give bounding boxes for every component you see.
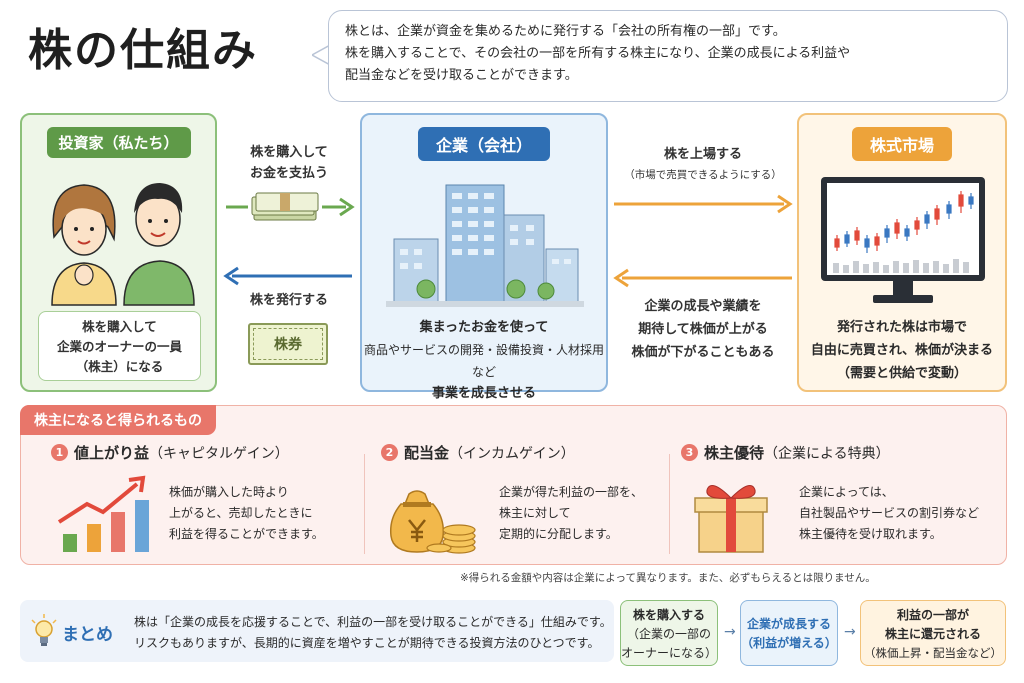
step-company-grows: 企業が成長する （利益が増える） [740,600,838,666]
intro-line: 株とは、企業が資金を集めるために発行する「会社の所有権の一部」です。 [345,24,786,39]
office-buildings-icon [386,184,584,307]
benefit-subtitle: （キャピタルゲイン） [149,446,289,462]
benefit-shareholder-perks: 3 株主優待（企業による特典） 企業によっては、 自社製品やサービスの割引券など … [681,442,981,560]
benefit-heading: 1 値上がり益（キャピタルゲイン） [51,442,289,463]
intro-bubble: 株とは、企業が資金を集めるために発行する「会社の所有権の一部」です。 株を購入す… [328,10,1008,102]
issue-flow-label: 株を発行する [249,293,328,308]
note-line: 企業のオーナーの一員 [56,339,182,354]
investor-panel: 投資家（私たち） 株を購入して 企業のオーナーの一員 （株主）になる [20,113,217,392]
step-line: （株価上昇・配当金など） [864,646,1002,660]
investors-illustration-icon [51,183,195,306]
light-bulb-icon [31,614,57,646]
text-line: 利益を得ることができます。 [169,527,324,541]
divider [364,454,365,554]
step-buy-stock: 株を購入する （企業の一部の オーナーになる） [620,600,718,666]
company-tag: 企業（会社） [417,127,551,161]
growth-flow-label: 企業の成長や業績を 期待して株価が上がる 株価が下がることもある [612,295,794,364]
rising-bars-icon [57,475,149,552]
benefits-tag: 株主になると得られるもの [20,405,216,435]
desc-line: 事業を成長させる [431,386,536,401]
text-line: 企業によっては、 [799,485,894,499]
note-line: 株を購入して [82,319,157,334]
company-description: 集まったお金を使って 商品やサービスの開発・設備投資・人材採用など 事業を成長さ… [362,317,606,405]
step-line: （利益が増える） [741,636,837,650]
step-line: 株主に還元される [884,627,981,641]
company-panel: 企業（会社） 集まったお金を使って 商品やサービスの開発・設備投資・人材採用など… [360,113,608,401]
benefit-dividend: 2 配当金（インカムゲイン） 企業が得た利益の一部を、 株主に対して 定期的に分配… [381,442,671,560]
step-line: 利益の一部が [896,608,969,622]
text-line: 株主に対して [499,506,571,520]
money-bag-icon [389,490,476,554]
step-arrow-icon: → [724,624,736,640]
desc-line: （需要と供給で変動） [836,366,967,381]
desc-line: 商品やサービスの開発・設備投資・人材採用など [363,343,604,379]
payment-arrow-icon [226,192,355,221]
benefit-title: 株主優待 [704,444,765,462]
issue-arrow-icon [223,266,352,286]
benefit-number: 2 [381,444,398,461]
stock-certificate-icon: 株券 [248,323,328,365]
price-arrow-icon [613,268,792,288]
label-line: （市場で売買できるようにする） [624,169,782,181]
listing-flow-label: 株を上場する （市場で売買できるようにする） [612,144,794,186]
benefit-capital-gain: 1 値上がり益（キャピタルゲイン） 株価が購入した時より 上がると、売却したときに… [51,442,351,560]
investor-tag: 投資家（私たち） [46,127,191,158]
desc-line: 発行された株は市場で [836,320,967,335]
text-line: 株主優待を受け取れます。 [799,527,942,541]
label-line: 株を上場する [663,147,742,162]
summary-text: 株は「企業の成長を応援することで、利益の一部を受け取ることができる」仕組みです。… [134,612,612,654]
summary-title: まとめ [62,625,113,645]
certificate-label: 株券 [253,328,323,360]
text-line: 株価が購入した時より [169,485,289,499]
text-line: 上がると、売却したときに [169,506,313,520]
desc-line: 集まったお金を使って [419,320,549,335]
benefit-heading: 3 株主優待（企業による特典） [681,442,890,463]
listing-arrow-icon [614,194,793,214]
benefit-text: 企業によっては、 自社製品やサービスの割引券など 株主優待を受け取れます。 [799,482,979,545]
note-line: （株主）になる [75,359,164,374]
gift-box-icon [694,485,768,553]
text-line: 定期的に分配します。 [499,527,618,541]
page-title: 株の仕組み [28,25,258,76]
label-line: 株価が下がることもある [631,345,775,360]
buy-flow-label: 株を購入して お金を支払う [222,142,356,184]
market-tag: 株式市場 [851,127,953,161]
benefits-section: 株主になると得られるもの 1 値上がり益（キャピタルゲイン） 株価が購入した時より… [20,405,1007,565]
benefit-subtitle: （企業による特典） [764,446,890,462]
benefit-text: 企業が得た利益の一部を、 株主に対して 定期的に分配します。 [499,482,643,545]
step-arrow-icon: → [844,624,856,640]
intro-line: 配当金などを受け取ることができます。 [345,68,578,83]
label-line: 株を購入して [250,145,328,160]
footnote: ※得られる金額や内容は企業によって異なります。また、必ずもらえるとは限りません。 [460,572,876,584]
market-description: 発行された株は市場で 自由に売買され、株価が決まる （需要と供給で変動） [799,316,1005,385]
step-line: 企業が成長する [746,617,831,631]
benefit-heading: 2 配当金（インカムゲイン） [381,442,575,463]
divider [669,454,670,554]
benefit-number: 1 [51,444,68,461]
summary-line: 株は「企業の成長を応援することで、利益の一部を受け取ることができる」仕組みです。 [134,615,612,629]
benefit-title: 配当金 [404,444,450,462]
desc-line: 自由に売買され、株価が決まる [810,343,994,358]
step-line: （企業の一部の [626,627,711,641]
cash-icon [251,192,319,221]
step-line: オーナーになる） [621,646,718,660]
market-panel: 株式市場 [797,113,1007,392]
intro-line: 株を購入することで、その会社の一部を所有する株主になり、企業の成長による利益や [345,46,851,61]
label-line: お金を支払う [249,166,328,181]
stock-chart-monitor-icon [821,177,985,303]
benefit-text: 株価が購入した時より 上がると、売却したときに 利益を得ることができます。 [169,482,324,545]
benefit-subtitle: （インカムゲイン） [449,446,575,462]
investor-note: 株を購入して 企業のオーナーの一員 （株主）になる [38,311,201,381]
summary-box: まとめ 株は「企業の成長を応援することで、利益の一部を受け取ることができる」仕組… [20,600,614,662]
label-line: 企業の成長や業績を [644,299,762,314]
benefit-title: 値上がり益 [74,444,150,462]
text-line: 自社製品やサービスの割引券など [799,506,980,520]
step-profit-returned: 利益の一部が 株主に還元される （株価上昇・配当金など） [860,600,1006,666]
label-line: 期待して株価が上がる [638,322,768,337]
text-line: 企業が得た利益の一部を、 [499,485,644,499]
summary-line: リスクもありますが、長期的に資産を増やすことが期待できる投資方法のひとつです。 [134,636,600,650]
benefit-number: 3 [681,444,698,461]
step-line: 株を購入する [632,608,705,622]
